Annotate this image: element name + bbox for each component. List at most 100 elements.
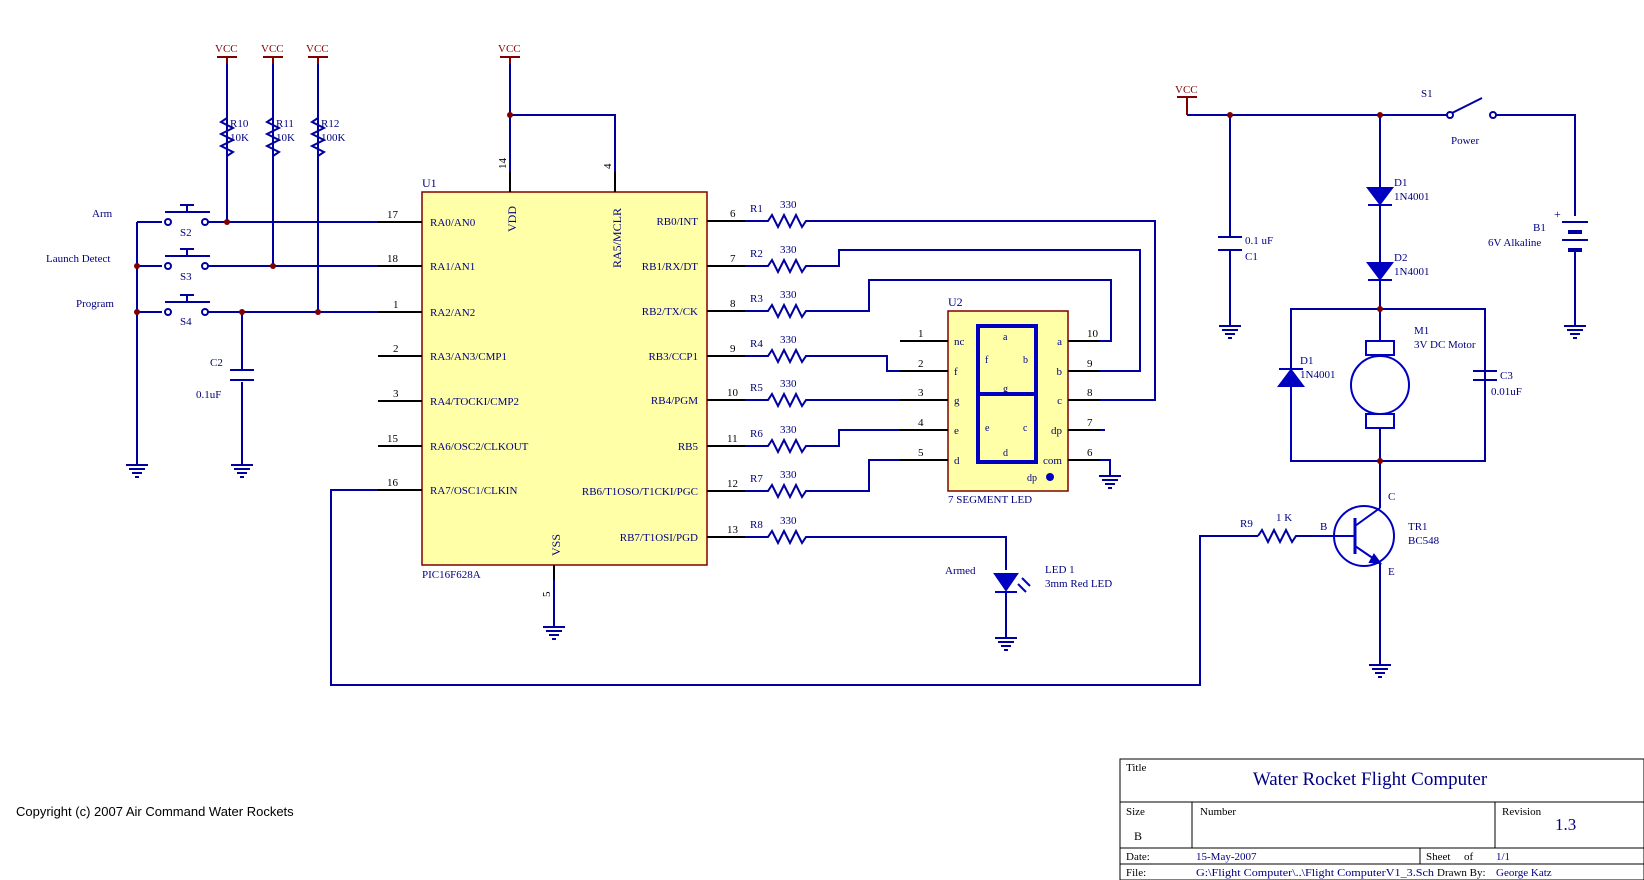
r2-value: 330 [780,244,797,256]
date-label: Date: [1126,851,1150,863]
u2-pin-name: g [954,395,960,407]
d2-part: 1N4001 [1394,266,1429,278]
tr1-e: E [1388,566,1395,578]
b1-plus: + [1554,207,1561,221]
u1-pin-name: RB1/RX/DT [642,261,699,273]
size-label: Size [1126,806,1145,818]
series-resistors [745,212,810,546]
r2-ref: R2 [750,248,763,260]
u1-vss-label: VSS [549,534,563,556]
segment-e-label: e [985,423,990,434]
u1-pin-num: 11 [727,433,738,445]
b1-part: 6V Alkaline [1488,237,1541,249]
u1-pin-vdd-num: 14 [497,158,509,170]
drawing-file: G:\Flight Computer\..\Flight ComputerV1_… [1196,867,1435,879]
s4-label: Program [76,298,114,310]
title-label: Title [1126,762,1147,774]
r8-value: 330 [780,515,797,527]
s3-ref: S3 [180,271,192,283]
number-label: Number [1200,806,1236,818]
u1-ref: U1 [422,176,437,190]
junction-dots [134,112,1383,464]
u1-pin-name: RB3/CCP1 [648,351,698,363]
u2-pin-num: 5 [918,447,924,459]
r4-ref: R4 [750,338,763,350]
segment-a-label: a [1003,332,1008,343]
led1-part: 3mm Red LED [1045,578,1112,590]
b1-ref: B1 [1533,222,1546,234]
r11-value: 10K [276,132,295,144]
r11-ref: R11 [276,118,294,130]
vcc-label-r10: VCC [215,43,238,55]
drawing-date: 15-May-2007 [1196,851,1257,863]
c1-value: 0.1 uF [1245,235,1273,247]
u1-pin-name: RB4/PGM [651,395,698,407]
r5-value: 330 [780,378,797,390]
u2-part: 7 SEGMENT LED [948,494,1032,506]
vcc-label-u1: VCC [498,43,521,55]
of-label: of [1464,851,1474,863]
d1-part: 1N4001 [1394,191,1429,203]
segment-dp-label: dp [1027,473,1037,484]
u1-pin-num: 17 [387,209,399,221]
r10-value: 10K [230,132,249,144]
m1-ref: M1 [1414,325,1429,337]
file-label: File: [1126,867,1146,879]
s2-label: Arm [92,208,113,220]
r3-ref: R3 [750,293,763,305]
u1-pin-num: 1 [393,299,399,311]
u2-pin-num: 9 [1087,358,1093,370]
pushbuttons [164,204,210,316]
seven-segment-digit [976,324,1038,464]
u2-pin-name: nc [954,336,965,348]
series-diodes [1366,187,1394,281]
u1-pin-num: 2 [393,343,399,355]
r5-ref: R5 [750,382,763,394]
capacitor-c1 [1218,236,1242,251]
revision-label: Revision [1502,806,1542,818]
capacitor-c3 [1473,370,1497,461]
vcc-label-r12: VCC [306,43,329,55]
r7-value: 330 [780,469,797,481]
c2-ref: C2 [210,357,223,369]
u2-pin-name: a [1057,336,1062,348]
u2-pin-num: 1 [918,328,924,340]
transistor-tr1 [1315,505,1395,567]
pullup-resistors [218,115,327,160]
title-block [1119,758,1644,880]
d1b-ref: D1 [1300,355,1313,367]
tr1-ref: TR1 [1408,521,1428,533]
u1-pin-name: RA3/AN3/CMP1 [430,351,507,363]
u1-pin-num: 8 [730,298,736,310]
r4-value: 330 [780,334,797,346]
drawing-author: George Katz [1496,867,1552,879]
u2-pin-name: d [954,455,960,467]
s4-ref: S4 [180,316,192,328]
s1-ref: S1 [1421,88,1433,100]
d2-ref: D2 [1394,252,1407,264]
u1-pin-name: RB6/T1OSO/T1CKI/PGC [582,486,698,498]
r7-ref: R7 [750,473,763,485]
u2-pin-num: 6 [1087,447,1093,459]
u1-part: PIC16F628A [422,569,481,581]
led1-ref: LED 1 [1045,564,1075,576]
u1-pin-name: RB2/TX/CK [642,306,698,318]
u2-pin-num: 8 [1087,387,1093,399]
u1-pin-num: 16 [387,477,399,489]
u1-pin-name: RA1/AN1 [430,261,475,273]
u1-pin-num: 10 [727,387,739,399]
r6-value: 330 [780,424,797,436]
u1-pin-name: RB0/INT [656,216,698,228]
u1-pin-vss-num: 5 [541,591,553,597]
u1-pin-name: RA7/OSC1/CLKIN [430,485,517,497]
s3-label: Launch Detect [46,253,110,265]
r1-ref: R1 [750,203,763,215]
s1-label: Power [1451,135,1479,147]
capacitor-c2 [230,369,254,381]
u1-pin-num: 9 [730,343,736,355]
segment-f-label: f [985,355,989,366]
u1-pin-num: 15 [387,433,399,445]
dp-dot [1046,473,1054,481]
c1-ref: C1 [1245,251,1258,263]
